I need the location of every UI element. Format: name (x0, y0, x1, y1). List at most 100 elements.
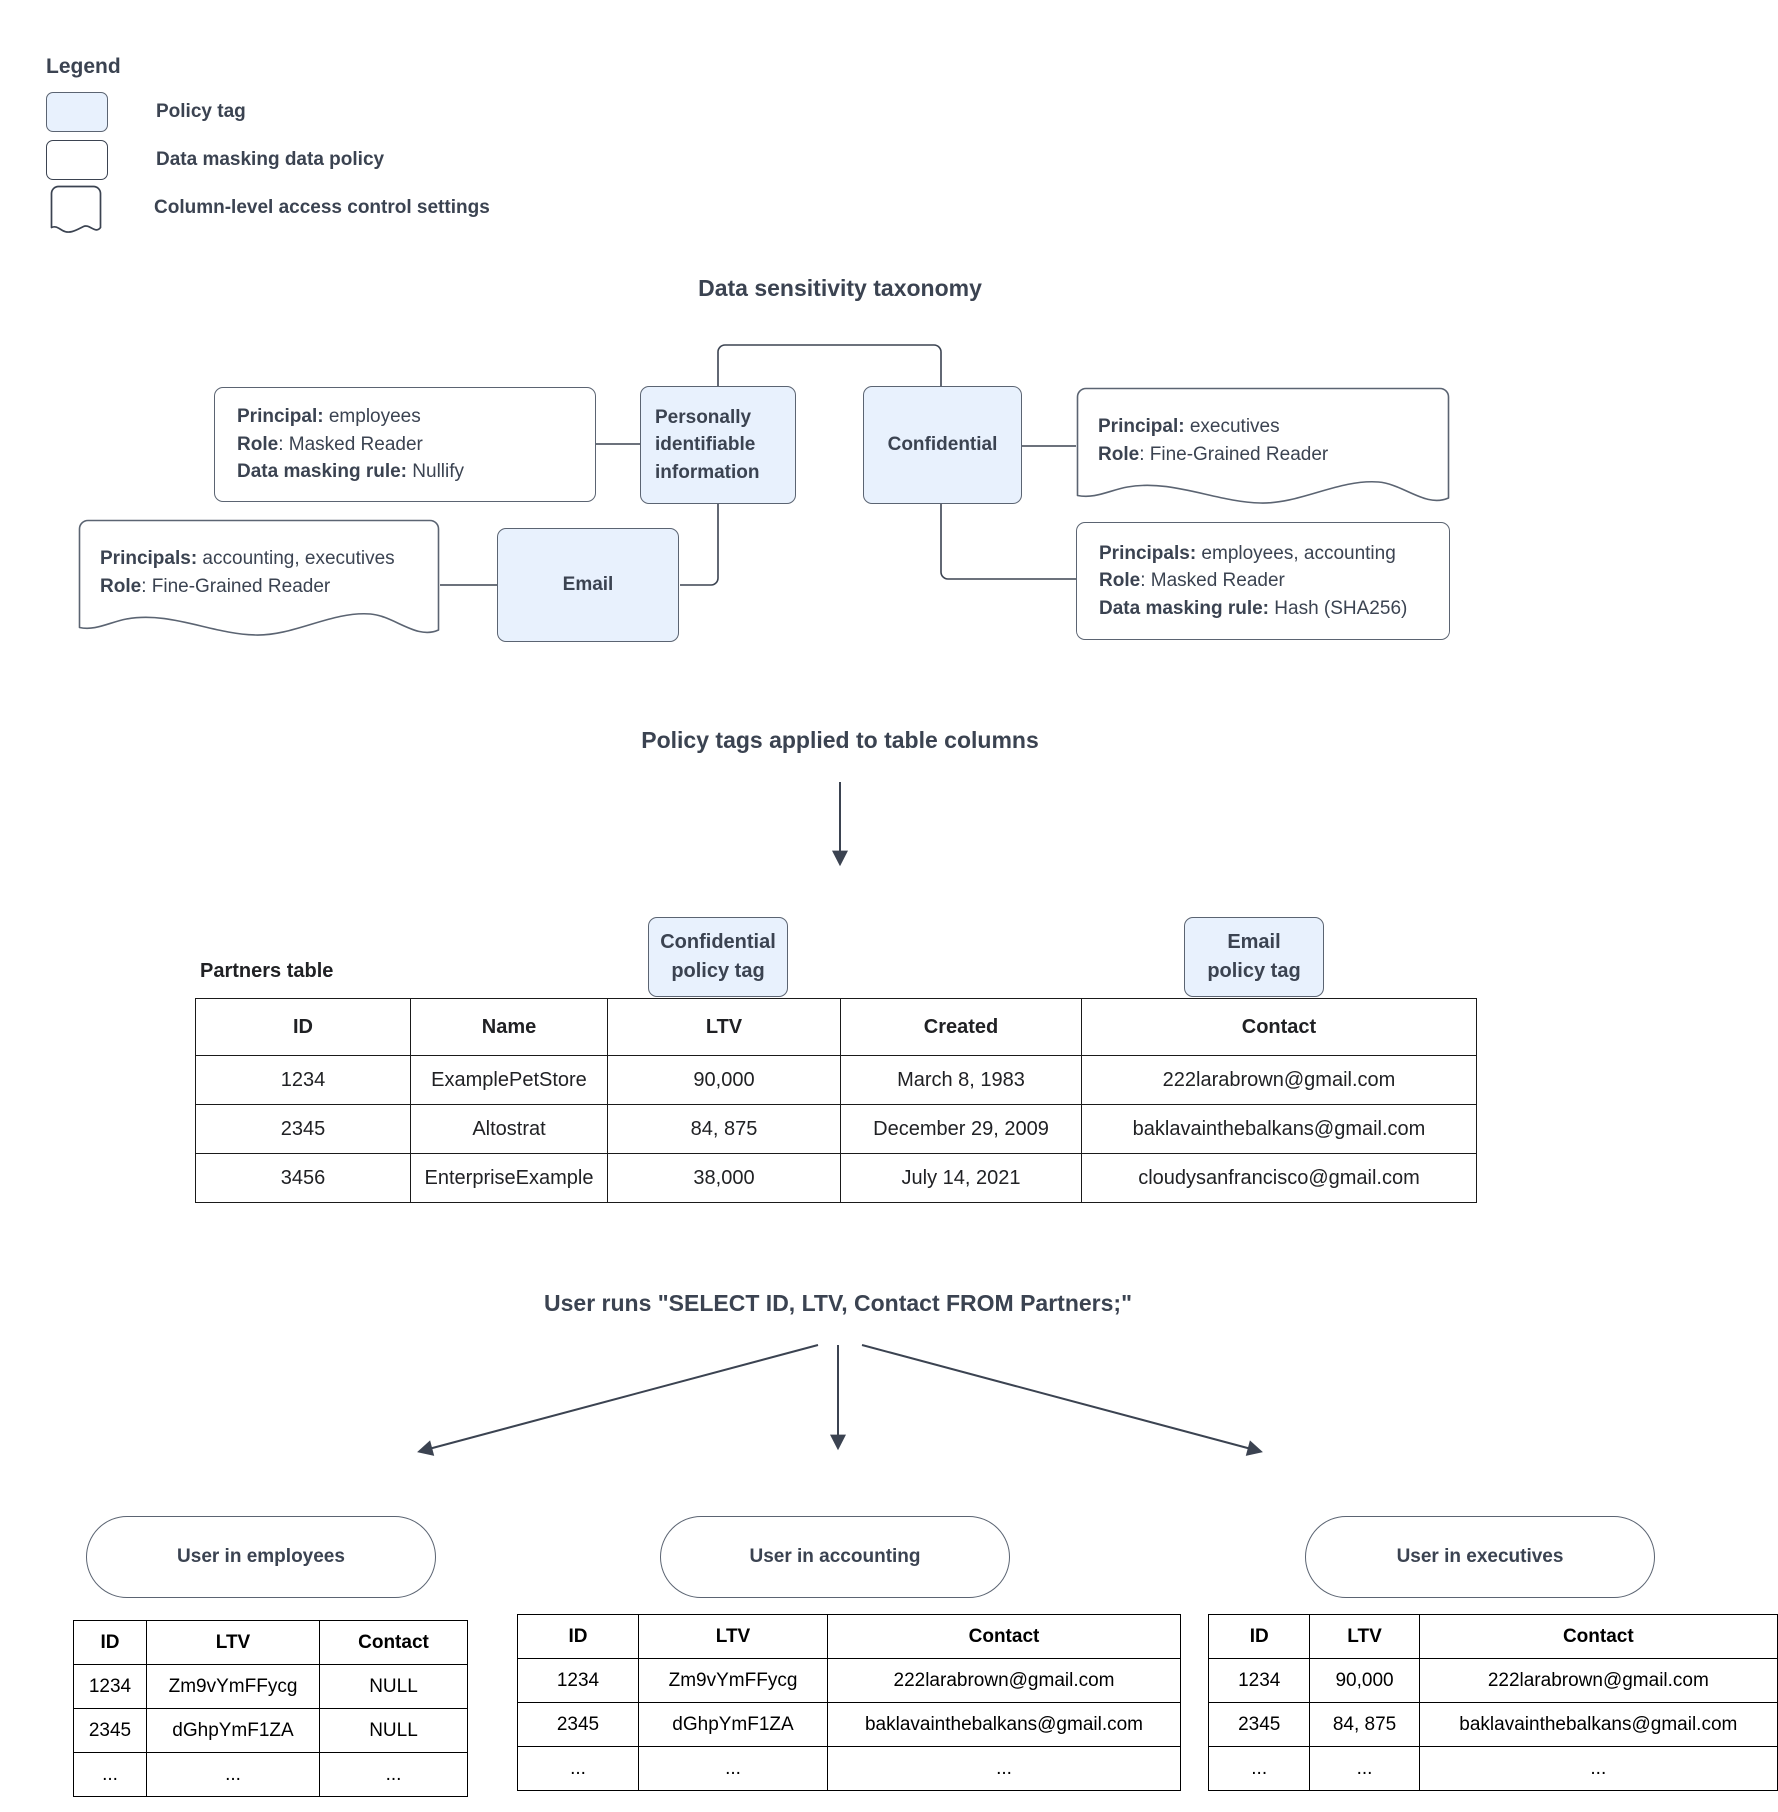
column-access-control-swatch-icon (46, 185, 106, 233)
cell-ltv: 84, 875 (607, 1104, 841, 1154)
column-header-contact: Contact (1081, 998, 1477, 1056)
column-header-ltv: LTV (607, 998, 841, 1056)
cell-contact: baklavainthebalkans@gmail.com (827, 1702, 1181, 1747)
cell-id: 2345 (517, 1702, 639, 1747)
cell-id: ... (1207, 1746, 1311, 1791)
partners-table-label: Partners table (200, 960, 334, 982)
policy-rule-value: Hash (SHA256) (1269, 597, 1408, 619)
legend-item-label: Data masking data policy (156, 149, 385, 170)
policy-rule-value: Nullify (407, 461, 465, 483)
cell-id: ... (73, 1752, 147, 1797)
table-row: 3456 EnterpriseExample 38,000 July 14, 2… (195, 1153, 1477, 1203)
policy-tag-email-label: Email (562, 574, 614, 596)
cell-ltv: 90,000 (607, 1055, 841, 1105)
policy-principals-value: employees, accounting (1196, 542, 1396, 564)
table-row: ... ... ... (517, 1746, 1181, 1791)
policy-role-value: : Fine-Grained Reader (1139, 443, 1329, 465)
column-tag-confidential-line2: policy tag (671, 960, 765, 982)
cell-contact: NULL (319, 1664, 468, 1709)
table-row: 1234 ExamplePetStore 90,000 March 8, 198… (195, 1055, 1477, 1105)
cell-ltv: ... (1309, 1746, 1420, 1791)
policy-rule-label: Data masking rule: (237, 461, 407, 483)
cell-ltv: dGhpYmF1ZA (638, 1702, 828, 1747)
policy-tag-confidential[interactable]: Confidential (863, 386, 1022, 504)
legend-item-data-masking-policy: Data masking data policy (46, 136, 490, 184)
cell-id: 2345 (73, 1708, 147, 1753)
cell-name: EnterpriseExample (410, 1153, 608, 1203)
table-header-row: ID LTV Contact (73, 1620, 468, 1665)
policy-role-label: Role (237, 433, 279, 455)
table-row: ... ... ... (73, 1752, 468, 1797)
result-table-accounting: ID LTV Contact 1234 Zm9vYmFFycg 222larab… (517, 1614, 1181, 1791)
cell-id: 1234 (73, 1664, 147, 1709)
cell-name: ExamplePetStore (410, 1055, 608, 1105)
cell-ltv: 90,000 (1309, 1658, 1420, 1703)
cell-ltv: 38,000 (607, 1153, 841, 1203)
pii-data-masking-policy-box: Principal: employees Role: Masked Reader… (214, 387, 596, 502)
cell-ltv: ... (146, 1752, 320, 1797)
column-header-id: ID (195, 998, 411, 1056)
result-pill-executives: User in executives (1305, 1516, 1655, 1598)
column-header-id: ID (517, 1614, 639, 1659)
column-header-ltv: LTV (1309, 1614, 1420, 1659)
applied-title: Policy tags applied to table columns (641, 727, 1039, 753)
cell-id: 2345 (1207, 1702, 1311, 1747)
table-row: 1234 Zm9vYmFFycg 222larabrown@gmail.com (517, 1658, 1181, 1703)
policy-principals-label: Principals: (100, 548, 198, 569)
table-header-row: ID Name LTV Created Contact (195, 998, 1477, 1056)
cell-contact: ... (1418, 1746, 1778, 1791)
table-row: 2345 84, 875 baklavainthebalkans@gmail.c… (1207, 1702, 1778, 1747)
policy-role-label: Role (1098, 443, 1140, 465)
partners-table-wrapper: ID Name LTV Created Contact 1234 Example… (195, 998, 1477, 1203)
column-header-ltv: LTV (146, 1620, 320, 1665)
policy-tag-swatch-icon (46, 92, 108, 132)
cell-id: 1234 (195, 1055, 411, 1105)
column-header-ltv: LTV (638, 1614, 828, 1659)
column-header-contact: Contact (827, 1614, 1181, 1659)
policy-principal-value: executives (1184, 416, 1280, 437)
cell-contact: cloudysanfrancisco@gmail.com (1081, 1153, 1477, 1203)
result-table-employees: ID LTV Contact 1234 Zm9vYmFFycg NULL 234… (73, 1620, 468, 1797)
cell-id: ... (517, 1746, 639, 1791)
result-pill-label: User in executives (1396, 1546, 1564, 1567)
column-header-contact: Contact (1418, 1614, 1778, 1659)
policy-role-value: : Masked Reader (278, 433, 423, 455)
policy-principal-value: employees (323, 406, 421, 428)
legend-item-label: Column-level access control settings (154, 197, 490, 218)
table-row: 2345 Altostrat 84, 875 December 29, 2009… (195, 1104, 1477, 1154)
column-tag-email[interactable]: Email policy tag (1184, 917, 1324, 997)
taxonomy-title: Data sensitivity taxonomy (698, 275, 982, 301)
cell-ltv: Zm9vYmFFycg (146, 1664, 320, 1709)
legend-item-policy-tag: Policy tag (46, 88, 490, 136)
data-masking-policy-swatch-icon (46, 140, 108, 180)
cell-contact: ... (827, 1746, 1181, 1791)
policy-principals-value: accounting, executives (197, 548, 395, 569)
column-tag-email-line2: policy tag (1207, 960, 1301, 982)
policy-tag-pii[interactable]: Personally identifiable information (640, 386, 796, 504)
policy-tag-pii-label: Personally identifiable information (655, 406, 760, 483)
confidential-column-access-control-box: Principal: executives Role: Fine-Grained… (1076, 387, 1450, 509)
result-pill-employees: User in employees (86, 1516, 436, 1598)
cell-contact: NULL (319, 1708, 468, 1753)
policy-tag-email[interactable]: Email (497, 528, 679, 642)
table-row: ... ... ... (1207, 1746, 1778, 1791)
cell-id: 1234 (1207, 1658, 1311, 1703)
cell-contact: 222larabrown@gmail.com (827, 1658, 1181, 1703)
email-column-access-control-box: Principals: accounting, executives Role:… (78, 519, 440, 641)
policy-tag-confidential-label: Confidential (887, 434, 998, 456)
cell-created: March 8, 1983 (840, 1055, 1082, 1105)
table-row: 1234 90,000 222larabrown@gmail.com (1207, 1658, 1778, 1703)
legend-title: Legend (46, 55, 121, 78)
cell-ltv: Zm9vYmFFycg (638, 1658, 828, 1703)
legend-item-column-access-control: Column-level access control settings (46, 184, 490, 233)
column-header-id: ID (73, 1620, 147, 1665)
result-table-executives: ID LTV Contact 1234 90,000 222larabrown@… (1207, 1614, 1778, 1791)
query-title: User runs "SELECT ID, LTV, Contact FROM … (544, 1290, 1132, 1316)
column-header-id: ID (1207, 1614, 1311, 1659)
policy-rule-label: Data masking rule: (1099, 597, 1269, 619)
column-tag-email-line1: Email (1227, 931, 1281, 953)
cell-contact: 222larabrown@gmail.com (1418, 1658, 1778, 1703)
column-tag-confidential[interactable]: Confidential policy tag (648, 917, 788, 997)
partners-table: ID Name LTV Created Contact 1234 Example… (195, 998, 1477, 1203)
